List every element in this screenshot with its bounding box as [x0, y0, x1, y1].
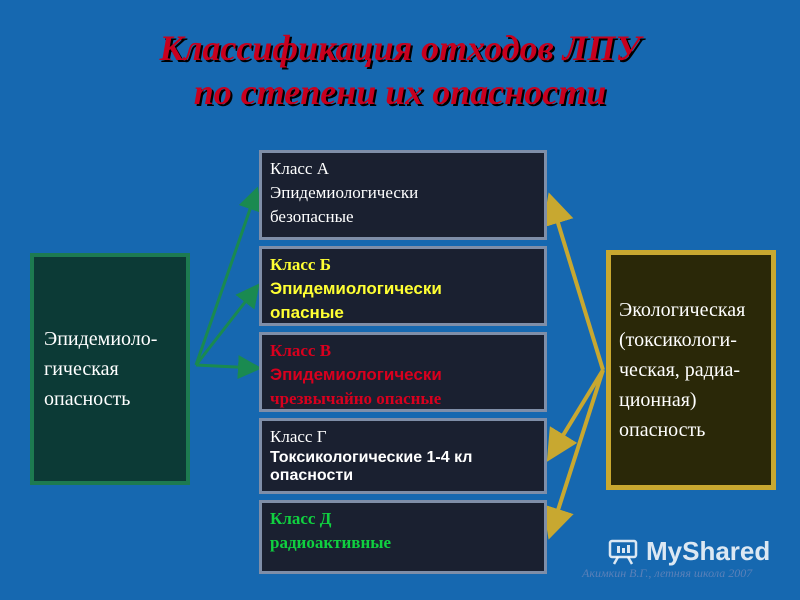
class-a-box: Класс А Эпидемиологически безопасные: [259, 150, 547, 240]
class-v-line1: Эпидемиологически: [270, 365, 442, 384]
left-box-text: Эпидемиоло- гическая опасность: [44, 328, 158, 410]
slide-title: Классификация отходов ЛПУ по степени их …: [0, 26, 800, 114]
class-v-label: Класс В: [270, 341, 332, 360]
class-a-line1: Эпидемиологически: [270, 183, 419, 202]
class-g-line1: Токсикологические 1-4 кл: [270, 449, 473, 466]
class-g-line2: опасности: [270, 467, 354, 484]
myshared-logo-icon: [608, 539, 638, 565]
class-b-line1: Эпидемиологически: [270, 279, 442, 298]
author-credit: Акимкин В.Г., летняя школа 2007: [582, 566, 753, 580]
left-arrows: [194, 186, 262, 380]
class-v-box: Класс В Эпидемиологически чрезвычайно оп…: [259, 332, 547, 412]
class-d-line1: радиоактивные: [270, 533, 392, 552]
arrow-to-class-g-right: [546, 368, 605, 462]
class-b-line2: опасные: [270, 303, 344, 322]
class-a-label: Класс А: [270, 159, 329, 178]
right-box-text: Экологическая (токсикологи- ческая, ради…: [619, 299, 746, 441]
arrow-to-class-b: [194, 283, 260, 366]
class-a-line2: безопасные: [270, 207, 354, 226]
epidemiological-hazard-box: Эпидемиоло- гическая опасность: [30, 253, 190, 485]
class-d-label: Класс Д: [270, 509, 332, 528]
arrow-to-class-a-right: [542, 192, 605, 371]
ecological-hazard-box: Экологическая (токсикологи- ческая, ради…: [606, 250, 776, 490]
arrow-to-class-v: [195, 355, 262, 380]
class-g-label: Класс Г: [270, 427, 327, 446]
class-g-box: Класс Г Токсикологические 1-4 кл опаснос…: [259, 418, 547, 494]
title-line-2: по степени их опасности: [193, 72, 607, 112]
class-b-box: Класс Б Эпидемиологически опасные: [259, 246, 547, 326]
class-d-box: Класс Д радиоактивные: [259, 500, 547, 574]
myshared-watermark: MyShared: [646, 536, 771, 566]
arrow-to-class-a: [194, 186, 262, 366]
arrow-to-class-d-right: [543, 369, 605, 540]
right-arrows: [542, 192, 605, 540]
class-v-line2: чрезвычайно опасные: [270, 389, 442, 408]
title-line-1: Классификация отходов ЛПУ: [159, 28, 641, 68]
class-b-label: Класс Б: [270, 255, 331, 274]
